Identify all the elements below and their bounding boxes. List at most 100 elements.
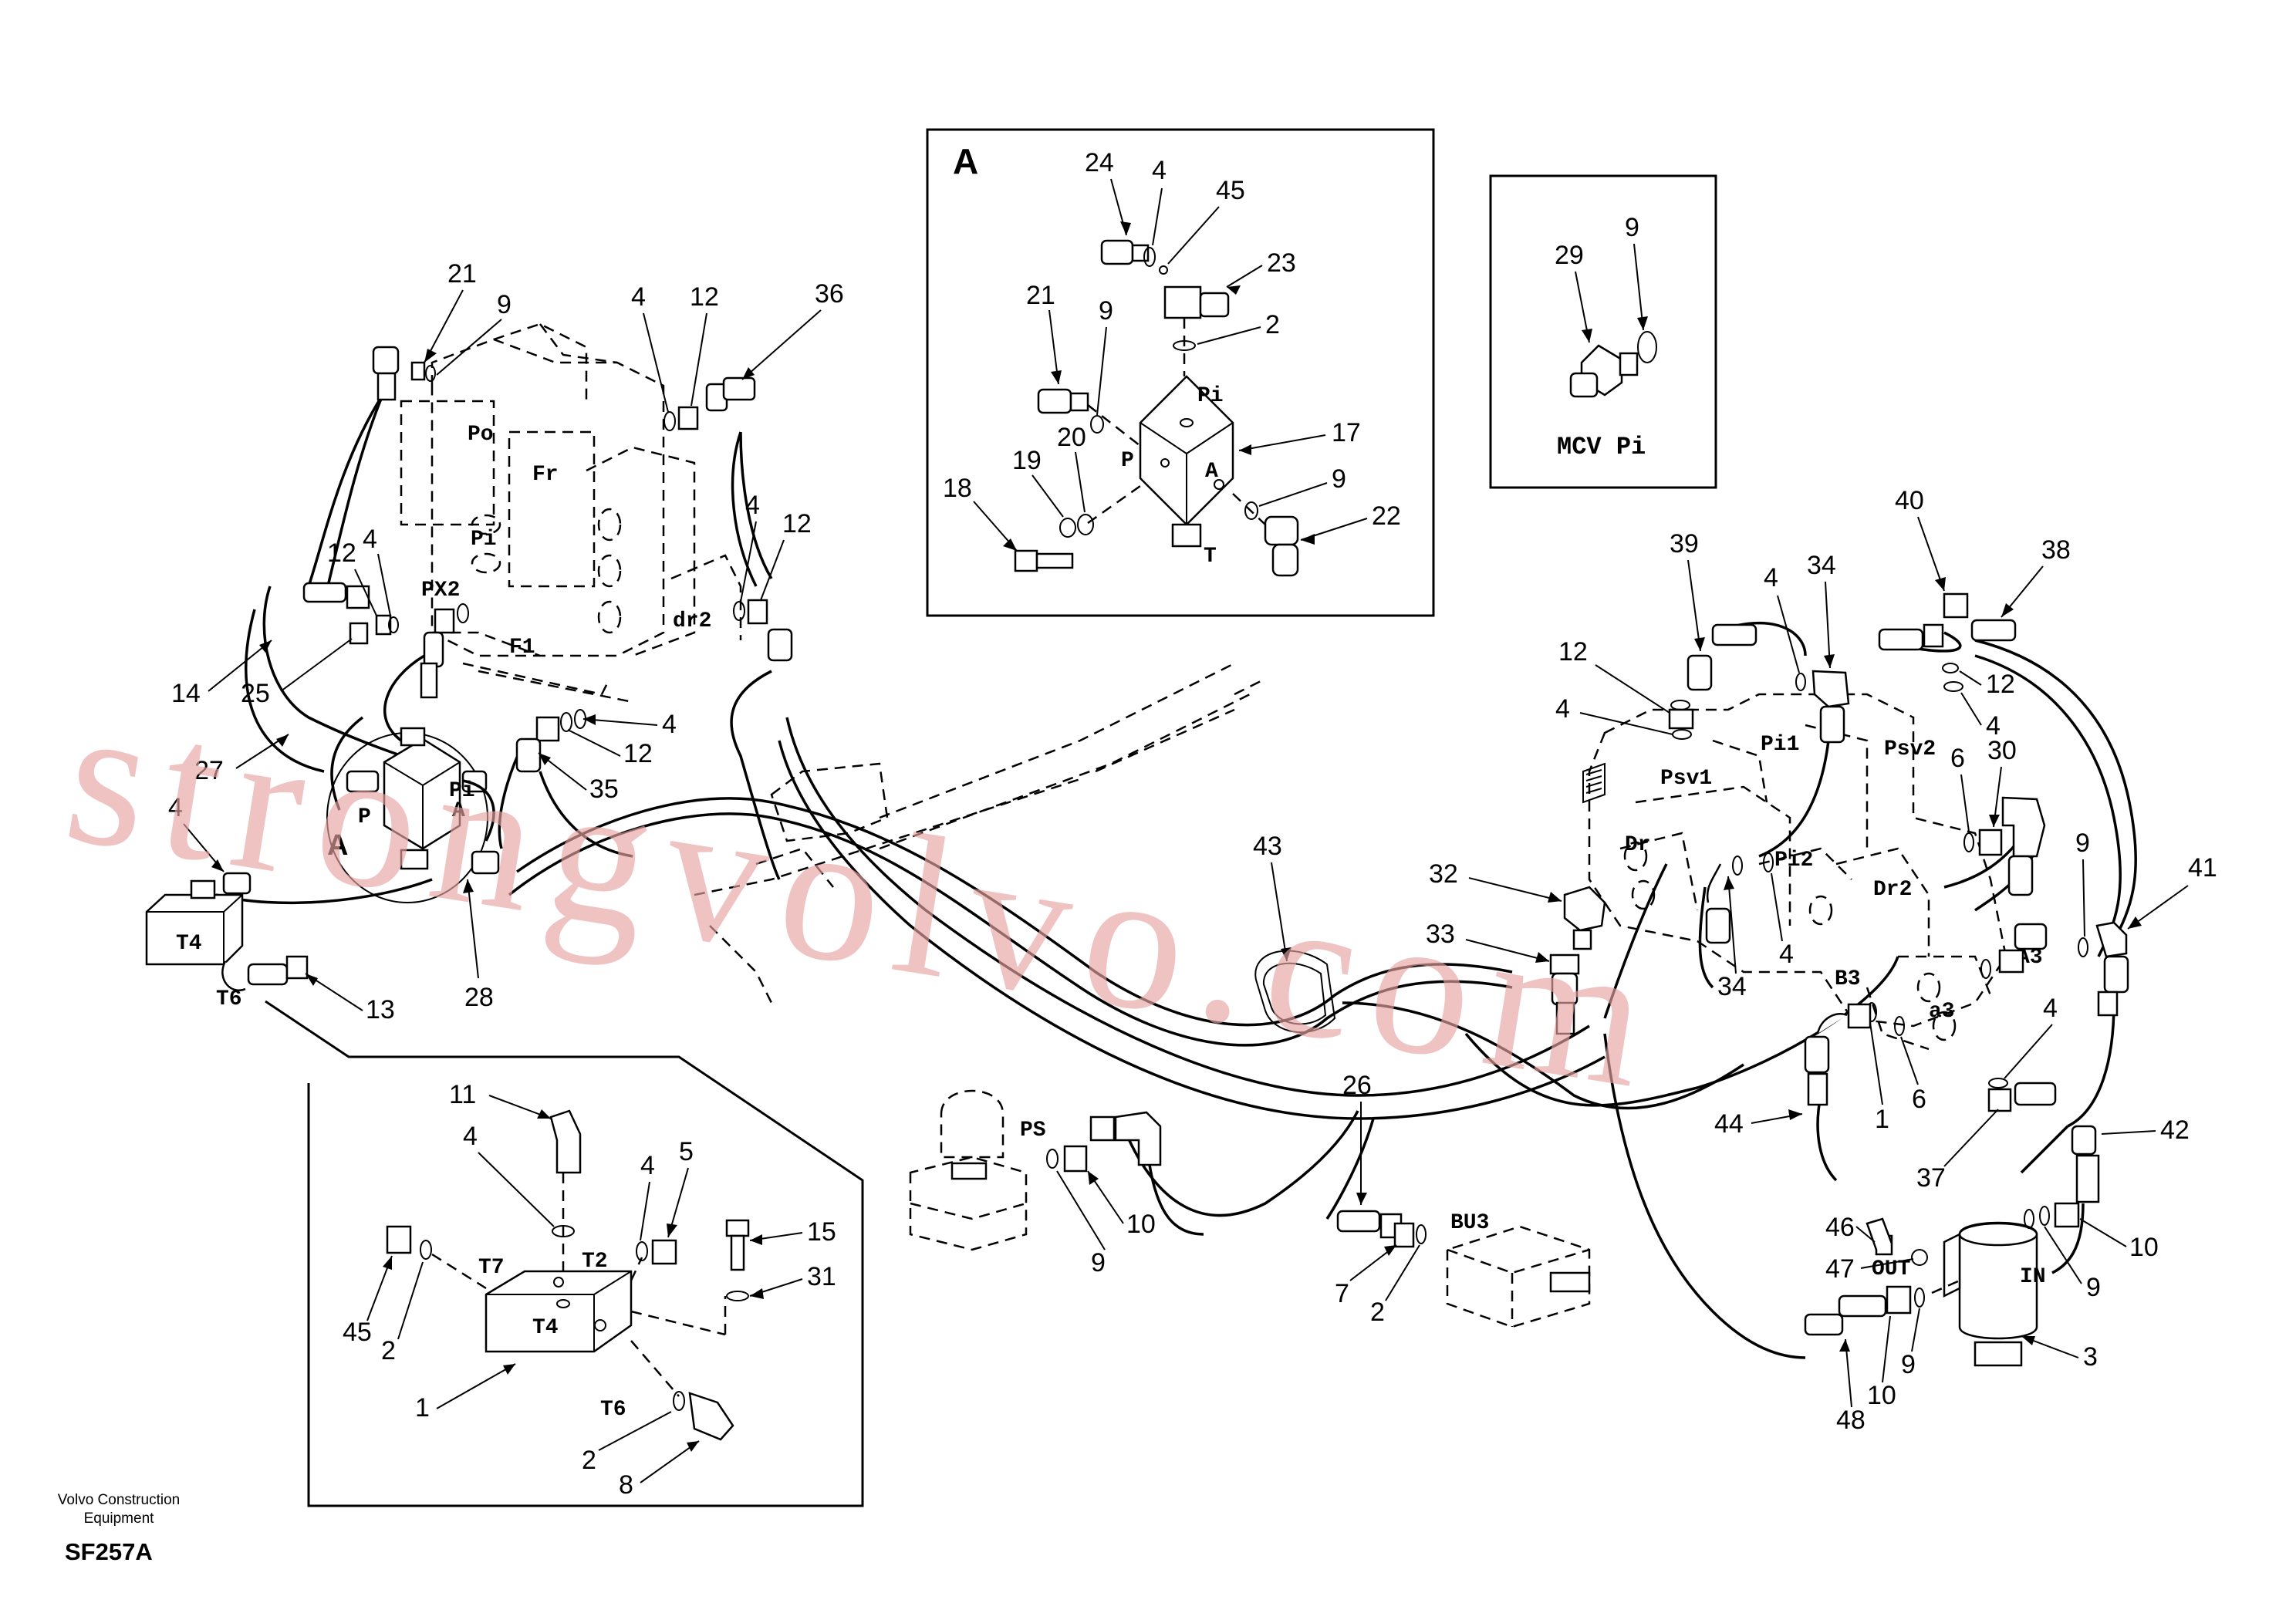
callout-left-12c: 12 [782, 509, 812, 538]
callout-left-21: 21 [447, 259, 477, 289]
callout-a-21: 21 [1026, 281, 1055, 310]
callout-right-6a: 6 [1950, 744, 1965, 773]
callout-right-33: 33 [1426, 920, 1455, 949]
callout-center-43: 43 [1253, 832, 1282, 861]
fitting-29 [1569, 344, 1639, 398]
callout-left-4b: 4 [363, 525, 377, 554]
callout-right-9: 9 [2075, 829, 2090, 858]
footer-code: SF257A [65, 1538, 153, 1565]
callout-right-4a: 4 [1764, 563, 1778, 592]
left-port-px2: PX2 [421, 579, 460, 602]
callout-db-45: 45 [343, 1318, 372, 1347]
callout-left-27: 27 [194, 756, 224, 785]
elbow-41 [2095, 921, 2128, 958]
filter-callouts: 46 47 9 10 3 48 10 9 [1825, 1213, 2159, 1435]
right-callouts: 39 4 34 40 38 12 4 12 4 6 30 32 33 34 4 … [1426, 486, 2217, 1193]
watermark-text: strongvolvo.com [53, 661, 1676, 1132]
fitting-35 [535, 716, 560, 742]
callout-right-34a: 34 [1807, 551, 1836, 580]
callout-filter-46: 46 [1825, 1213, 1855, 1242]
callout-filter-10b: 10 [1867, 1381, 1896, 1410]
callout-block-left-4: 4 [168, 793, 183, 822]
callout-filter-9: 9 [2086, 1273, 2101, 1302]
callout-center-9: 9 [1091, 1248, 1106, 1277]
detail-block-port-t6: T6 [600, 1398, 626, 1422]
washer-19 [1059, 518, 1076, 538]
callout-center-2: 2 [1370, 1298, 1385, 1327]
callout-left-12b: 12 [327, 538, 356, 568]
solenoid-port-p: P [358, 805, 371, 829]
hose-end-42 [2075, 1154, 2100, 1203]
callout-right-42: 42 [2160, 1115, 2190, 1145]
center-fittings [1046, 1111, 1427, 1248]
callout-right-34b: 34 [1717, 972, 1747, 1001]
callout-right-4e: 4 [2043, 994, 2058, 1023]
solenoid-valve-17 [1139, 375, 1234, 548]
callout-right-32: 32 [1429, 859, 1458, 889]
right-port-dr2: Dr2 [1873, 878, 1912, 902]
filter-port-out: OUT [1872, 1257, 1910, 1281]
bu3-block [1446, 1225, 1591, 1328]
detail-block-callouts: 11 4 4 5 15 31 45 2 1 2 8 [343, 1080, 836, 1500]
callout-left-12d: 12 [623, 739, 653, 768]
block-left-port-t4: T4 [176, 932, 202, 956]
center-hoses [508, 717, 1899, 1220]
callout-right-12b: 12 [1986, 670, 2015, 699]
o-ring-9 [1090, 415, 1104, 434]
callout-a-18: 18 [943, 474, 972, 503]
callout-right-30: 30 [1987, 736, 2017, 765]
solenoid-view-label: A [327, 829, 348, 862]
callout-right-4b: 4 [1555, 694, 1570, 724]
right-port-pi2: Pi2 [1774, 849, 1813, 872]
callout-left-35: 35 [589, 775, 619, 804]
pilot-supply-tank [909, 1089, 1028, 1251]
callout-right-4c: 4 [1986, 711, 2001, 741]
fitting-24 [1100, 239, 1150, 265]
bolt-46 [1866, 1217, 1893, 1250]
callout-db-4b: 4 [640, 1151, 655, 1180]
washer-47 [1911, 1249, 1928, 1266]
right-port-a3-lower: a3 [1929, 1000, 1955, 1024]
callout-right-38: 38 [2041, 535, 2071, 565]
footer-company-line1: Volvo Construction [58, 1492, 180, 1508]
callout-mcv-9: 9 [1625, 213, 1639, 242]
mcv-label: MCV Pi [1557, 433, 1646, 461]
callout-a-2: 2 [1265, 310, 1280, 339]
detail-mcv-box: 29 9 MCV Pi [1489, 174, 1717, 489]
callout-a-17: 17 [1332, 418, 1361, 447]
callout-right-12a: 12 [1558, 637, 1588, 667]
solenoid-port-a: A [452, 799, 465, 823]
callout-db-2b: 2 [582, 1446, 596, 1475]
callout-filter-10: 10 [2129, 1233, 2159, 1262]
detail-a-port-a: A [1205, 460, 1218, 484]
callout-a-19: 19 [1012, 446, 1042, 475]
callout-filter-48: 48 [1836, 1406, 1866, 1435]
hose-end-14 [302, 582, 347, 603]
right-port-pi1: Pi1 [1761, 733, 1799, 757]
callout-center-26: 26 [1342, 1071, 1372, 1100]
callout-right-37: 37 [1916, 1163, 1946, 1193]
callout-right-1: 1 [1875, 1105, 1889, 1134]
callout-mcv-29: 29 [1555, 241, 1584, 270]
left-fittings [302, 346, 793, 773]
manifold-block-left [145, 872, 309, 991]
detail-block-port-t2: T2 [582, 1250, 608, 1274]
detail-block-frame [265, 1000, 864, 1507]
detail-block-parts [386, 1109, 750, 1441]
left-port-f1: F1 [509, 636, 535, 660]
callout-db-5: 5 [679, 1137, 694, 1166]
left-port-dr2: dr2 [673, 609, 711, 633]
left-port-pi: Pi [471, 528, 497, 552]
footer-company-line2: Equipment [84, 1510, 155, 1527]
right-port-psv2: Psv2 [1884, 737, 1936, 761]
fitting-21 [1037, 388, 1089, 414]
block-left-port-t6: T6 [216, 987, 242, 1011]
callout-block-left-13: 13 [366, 995, 395, 1024]
callout-left-4c: 4 [745, 491, 760, 520]
callout-left-12a: 12 [690, 282, 719, 312]
center-callouts: 43 9 10 26 7 2 [1056, 832, 1420, 1327]
center-port-bu3: BU3 [1450, 1211, 1489, 1235]
callout-right-6b: 6 [1912, 1085, 1926, 1114]
plug-25 [349, 622, 369, 645]
elbow-23 [1163, 285, 1230, 319]
